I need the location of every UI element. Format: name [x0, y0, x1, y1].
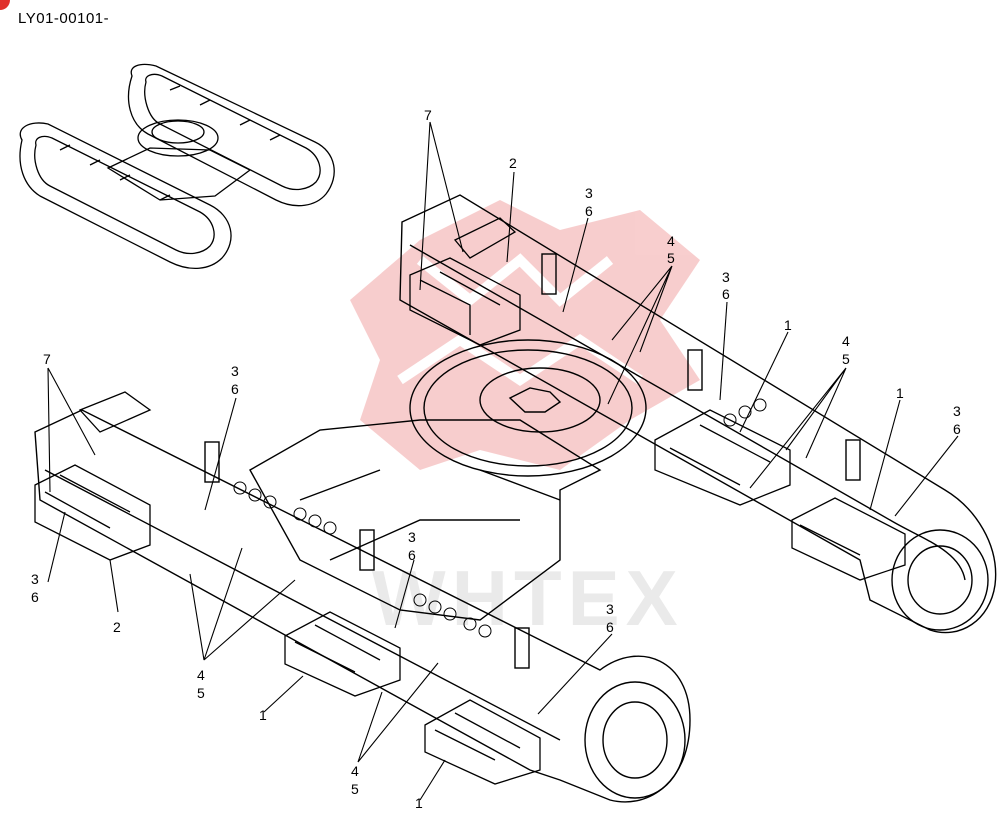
callout-leader-lines: [47, 121, 959, 801]
callout-4: 4: [351, 763, 359, 779]
callout-labels: 7 2 3 6 4 5 3 6 1 4 5 1 3 6 7 3 6 3 6 2 …: [31, 107, 961, 811]
callout-3: 3: [585, 185, 593, 201]
watermark-logo: [350, 200, 700, 470]
document-code: LY01-00101-: [18, 10, 110, 27]
overview-thumbnail: [19, 63, 335, 269]
callout-6: 6: [606, 619, 614, 635]
callout-4: 4: [842, 333, 850, 349]
callout-1: 1: [896, 385, 904, 401]
callout-3: 3: [231, 363, 239, 379]
callout-3: 3: [408, 529, 416, 545]
callout-6: 6: [231, 381, 239, 397]
callout-6: 6: [722, 286, 730, 302]
callout-5: 5: [351, 781, 359, 797]
track-guard-parts: [34, 217, 906, 785]
callout-3: 3: [606, 601, 614, 617]
callout-1: 1: [784, 317, 792, 333]
callout-5: 5: [197, 685, 205, 701]
callout-7: 7: [43, 351, 51, 367]
callout-5: 5: [842, 351, 850, 367]
callout-3: 3: [31, 571, 39, 587]
callout-2: 2: [113, 619, 121, 635]
callout-4: 4: [197, 667, 205, 683]
corner-mark-icon: [0, 0, 10, 10]
callout-6: 6: [953, 421, 961, 437]
callout-3: 3: [722, 269, 730, 285]
callout-5: 5: [667, 250, 675, 266]
callout-1: 1: [259, 707, 267, 723]
watermark-text: WHTEX: [372, 554, 684, 642]
callout-4: 4: [667, 233, 675, 249]
callout-6: 6: [31, 589, 39, 605]
callout-6: 6: [585, 203, 593, 219]
callout-6: 6: [408, 547, 416, 563]
callout-1: 1: [415, 795, 423, 811]
lower-frame-outline: [34, 194, 997, 803]
callout-7: 7: [424, 107, 432, 123]
callout-3: 3: [953, 403, 961, 419]
callout-2: 2: [509, 155, 517, 171]
